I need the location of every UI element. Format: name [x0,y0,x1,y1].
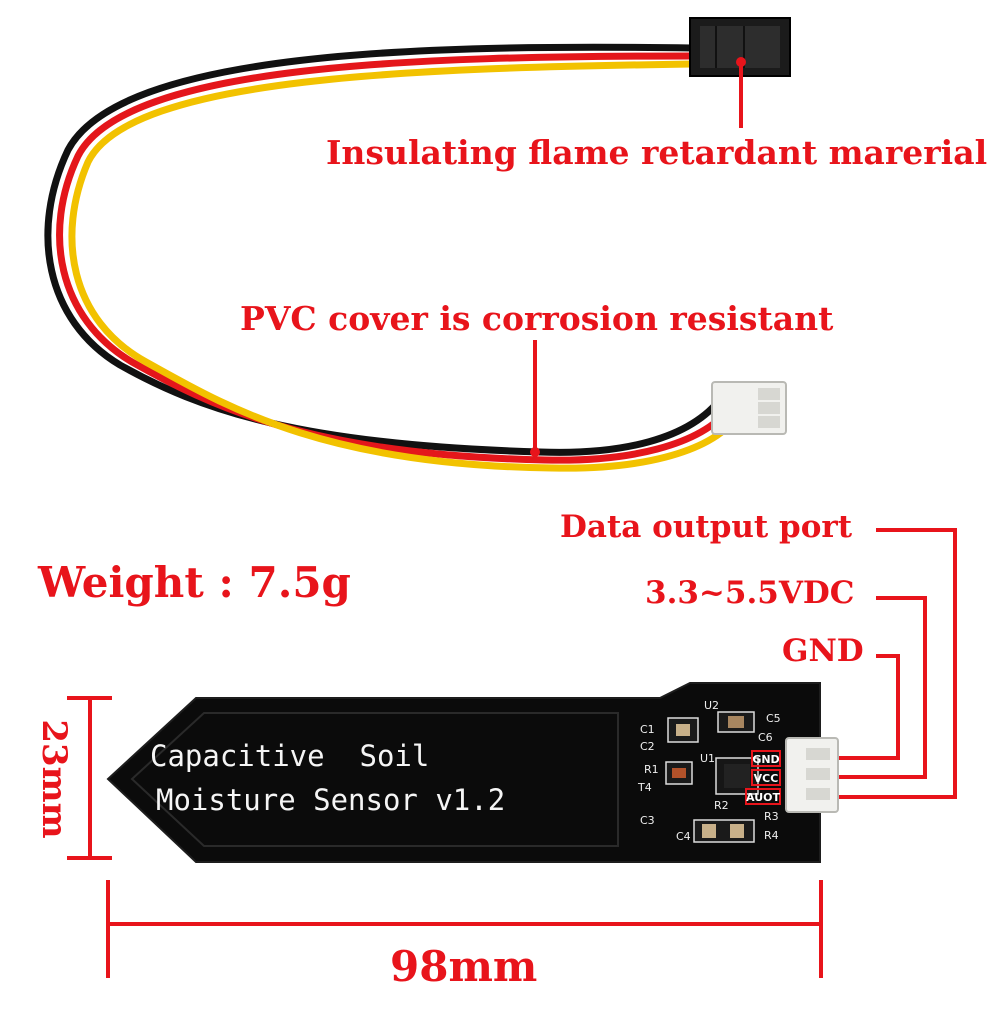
part-r4: R4 [764,829,779,842]
dimension-length [106,880,823,978]
callout-pvc-cover: PVC cover is corrosion resistant [240,299,834,338]
part-u2: U2 [704,699,719,712]
callout-insulation: Insulating flame retardant marerial [326,133,988,172]
part-c3: C3 [640,814,655,827]
part-c2: C2 [640,740,655,753]
cable [44,43,740,472]
wire-black [44,43,726,456]
callout-lines [530,57,957,799]
part-r1: R1 [644,763,659,776]
part-r3: R3 [764,810,779,823]
part-r2: R2 [714,799,729,812]
callout-data-port: Data output port [560,509,853,545]
part-t4: T4 [637,781,652,794]
wire-yellow [68,60,740,472]
callout-ground: GND [782,633,864,669]
board-connector [785,737,839,813]
board-title-line2: Moisture Sensor v1.2 [156,783,505,817]
pcb-outline [106,682,821,863]
part-c5: C5 [766,712,781,725]
board-title-line1: Capacitive Soil [150,739,429,773]
dimension-width [67,696,112,860]
component-area [665,711,759,843]
callout-voltage: 3.3~5.5VDC [645,575,855,611]
spec-width: 23mm [34,719,74,839]
sensor-board: GND VCC AUOT C1 C2 U2 C5 C6 U1 R1 T4 R2 … [106,682,839,863]
spec-length: 98mm [390,942,538,991]
jst-connector [711,381,787,435]
pin-aout: AUOT [746,791,780,804]
dupont-connector [689,17,791,77]
wire-red [56,52,734,464]
pin-vcc: VCC [754,772,779,785]
pin-gnd: GND [752,753,779,766]
part-c4: C4 [676,830,691,843]
part-c6: C6 [758,731,773,744]
spec-weight: Weight : 7.5g [38,558,351,607]
part-u1: U1 [700,752,715,765]
part-c1: C1 [640,723,655,736]
